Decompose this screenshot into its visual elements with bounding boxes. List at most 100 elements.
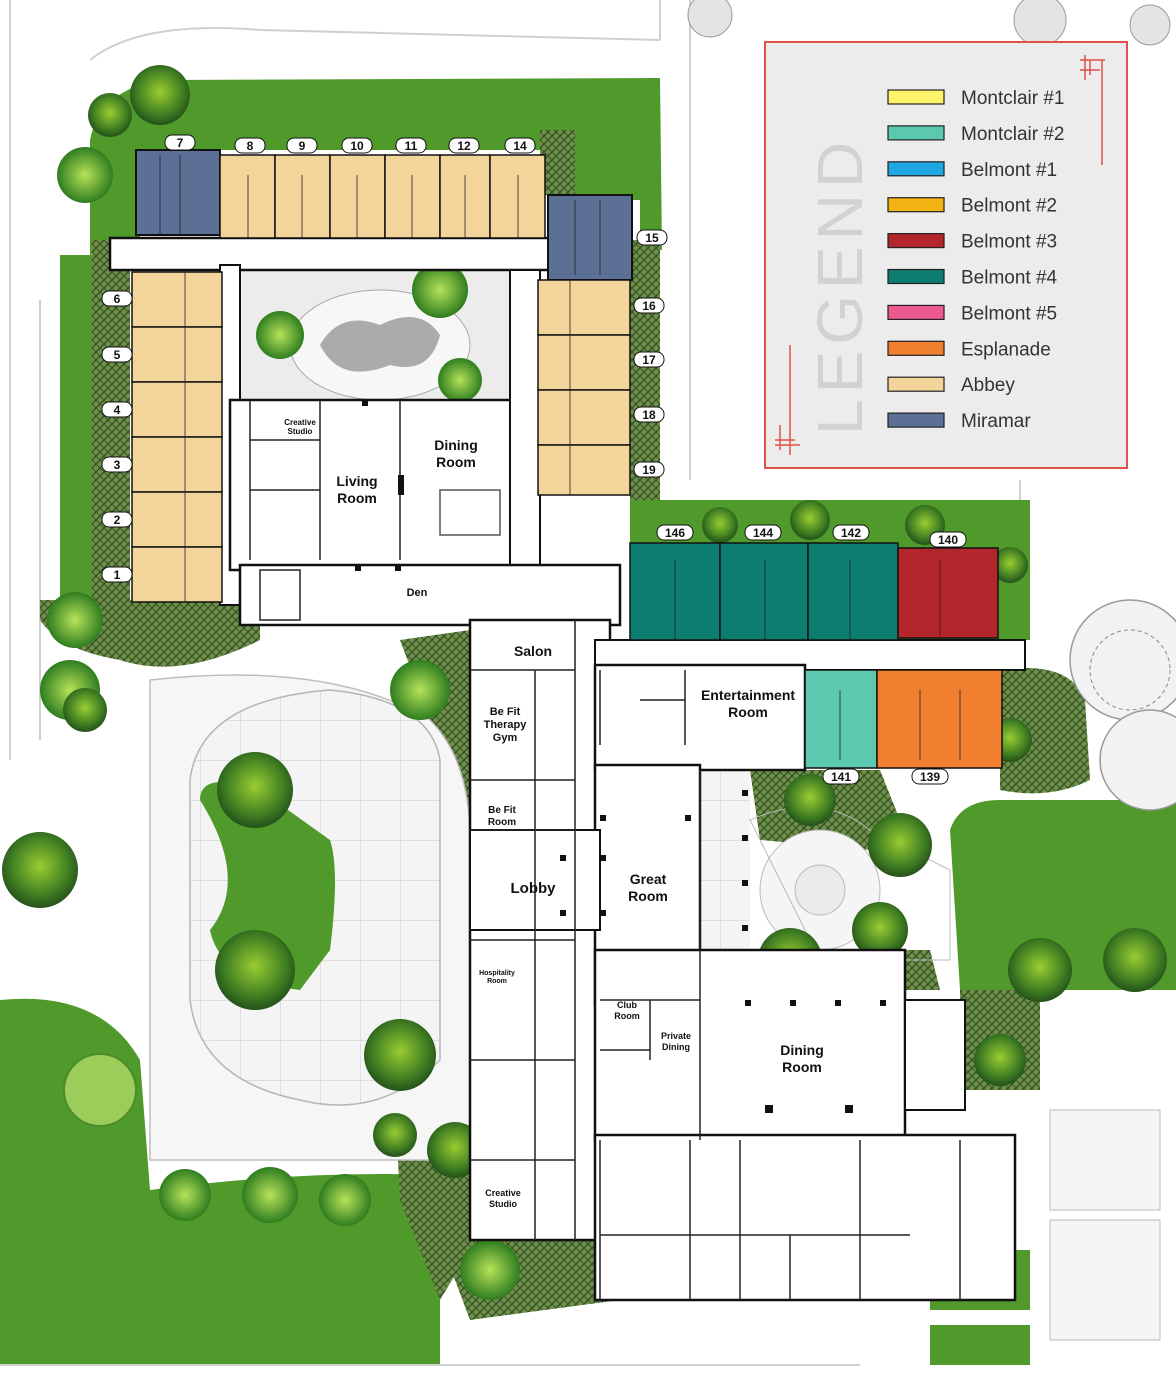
unit-tag-2: 2 — [101, 511, 133, 528]
unit-tag-139: 139 — [911, 768, 949, 785]
room-den: Den — [407, 587, 428, 599]
legend-item: Miramar — [887, 411, 1031, 432]
unit-tag-19: 19 — [633, 461, 665, 478]
unit-tag-5: 5 — [101, 346, 133, 363]
unit-tag-16: 16 — [633, 297, 665, 314]
legend-item: Belmont #1 — [887, 160, 1057, 181]
svg-text:7: 7 — [177, 136, 184, 150]
svg-text:16: 16 — [642, 299, 656, 313]
legend-item: Belmont #5 — [887, 303, 1057, 324]
legend-swatch — [887, 268, 945, 285]
svg-text:142: 142 — [841, 526, 861, 540]
svg-text:141: 141 — [831, 770, 851, 784]
svg-text:6: 6 — [114, 292, 121, 306]
unit-tag-9: 9 — [286, 137, 318, 154]
svg-text:3: 3 — [114, 458, 121, 472]
unit-tag-15: 15 — [636, 229, 668, 246]
unit-tag-142: 142 — [832, 524, 870, 541]
legend-label: Miramar — [961, 411, 1031, 432]
legend-item: Belmont #2 — [887, 196, 1057, 217]
legend-label: Montclair #1 — [961, 88, 1065, 109]
svg-text:19: 19 — [642, 463, 656, 477]
legend-swatch — [887, 340, 945, 356]
svg-text:5: 5 — [114, 348, 121, 362]
legend-swatch — [887, 412, 945, 428]
room-salon: Salon — [514, 643, 552, 659]
unit-tag-141: 141 — [822, 768, 860, 785]
legend: LEGEND Montclair #1 Montclair #2 Belmont #… — [764, 41, 1128, 469]
unit-tag-11: 11 — [395, 137, 427, 154]
legend-swatch — [887, 125, 945, 141]
legend-label: Belmont #4 — [961, 268, 1058, 289]
legend-item: Belmont #4 — [887, 268, 1058, 289]
unit-tag-7: 7 — [164, 134, 196, 151]
unit-tag-12: 12 — [448, 137, 480, 154]
unit-tag-17: 17 — [633, 351, 665, 368]
legend-label: Esplanade — [961, 339, 1051, 360]
legend-swatch — [887, 89, 945, 105]
svg-text:140: 140 — [938, 533, 958, 547]
svg-text:17: 17 — [642, 353, 656, 367]
legend-item: Abbey — [887, 375, 1015, 396]
legend-swatch — [887, 161, 945, 177]
unit-numbers: 7 8 9 10 11 12 14 15 16 17 18 19 6 5 4 3… — [101, 134, 967, 785]
legend-swatch — [887, 233, 945, 249]
legend-item: Montclair #2 — [887, 124, 1065, 145]
svg-text:8: 8 — [247, 139, 254, 153]
legend-label: Belmont #5 — [961, 303, 1057, 324]
unit-tag-1: 1 — [101, 566, 133, 583]
unit-tag-4: 4 — [101, 401, 133, 418]
unit-tag-140: 140 — [929, 531, 967, 548]
svg-text:9: 9 — [299, 139, 306, 153]
svg-text:139: 139 — [920, 770, 940, 784]
svg-text:11: 11 — [405, 139, 418, 153]
legend-label: Montclair #2 — [961, 124, 1065, 145]
svg-text:15: 15 — [645, 231, 659, 245]
legend-item: Belmont #3 — [887, 232, 1057, 253]
svg-text:144: 144 — [753, 526, 773, 540]
legend-label: Abbey — [961, 375, 1015, 396]
unit-tag-8: 8 — [234, 137, 266, 154]
legend-label: Belmont #3 — [961, 232, 1057, 253]
unit-tag-144: 144 — [744, 524, 782, 541]
legend-label: Belmont #1 — [961, 160, 1057, 181]
legend-watermark: LEGEND — [804, 136, 876, 435]
legend-swatch — [887, 376, 945, 392]
legend-item: Esplanade — [887, 339, 1051, 360]
unit-blocks — [131, 149, 1003, 769]
unit-tag-10: 10 — [341, 137, 373, 154]
room-lobby: Lobby — [511, 880, 557, 897]
svg-text:18: 18 — [642, 408, 656, 422]
legend-swatch — [887, 304, 945, 320]
svg-text:146: 146 — [665, 526, 685, 540]
svg-text:10: 10 — [350, 139, 364, 153]
building-footprint — [108, 236, 1026, 1302]
legend-item: Montclair #1 — [887, 88, 1065, 109]
unit-tag-18: 18 — [633, 406, 665, 423]
svg-text:1: 1 — [114, 568, 121, 582]
legend-swatch — [887, 197, 945, 213]
svg-text:14: 14 — [513, 139, 527, 153]
svg-text:2: 2 — [114, 513, 121, 527]
svg-text:4: 4 — [114, 403, 121, 417]
legend-label: Belmont #2 — [961, 196, 1057, 217]
legend-corner-ornament — [775, 55, 1105, 455]
unit-tag-3: 3 — [101, 456, 133, 473]
unit-tag-14: 14 — [504, 137, 536, 154]
unit-tag-6: 6 — [101, 290, 133, 307]
svg-text:12: 12 — [457, 139, 471, 153]
